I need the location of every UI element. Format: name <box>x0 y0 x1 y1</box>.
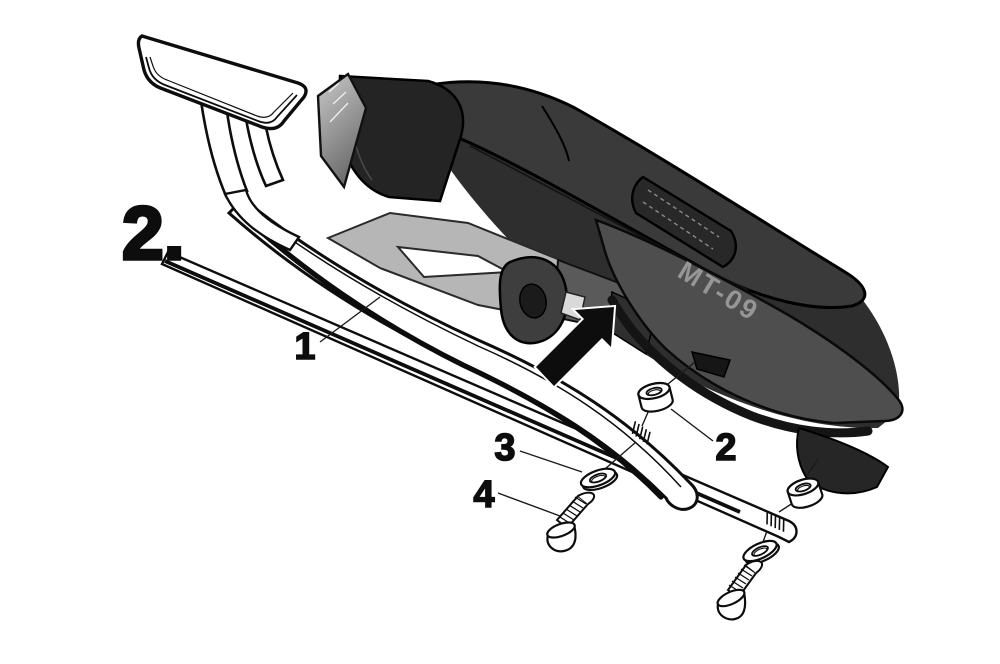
screw-tip <box>745 559 764 574</box>
plate-rim-line-1 <box>145 56 298 124</box>
screw-right <box>716 559 764 621</box>
strap-stitching-1 <box>647 189 720 238</box>
rack-tube-bend <box>223 188 301 252</box>
side-panel <box>594 217 904 425</box>
mounting-tab-front <box>690 351 731 378</box>
backrest-plate <box>136 34 308 131</box>
mounting-hardware <box>546 361 824 621</box>
washer-hole-depth <box>753 547 768 557</box>
washer-hole-depth <box>591 474 606 484</box>
tail-light <box>316 72 368 190</box>
callout-2-leader <box>670 408 714 442</box>
mounting-hole-right <box>766 511 785 532</box>
assembly-axis-left <box>581 361 696 503</box>
assembly-axis-right <box>752 458 819 567</box>
tail-light-streaks <box>328 82 349 123</box>
rack-arm-near-highlight <box>246 206 682 488</box>
screw-head-brim <box>716 588 746 608</box>
screw-threads <box>559 496 587 525</box>
callout-4-leader <box>497 492 561 517</box>
callout-4-label: 4 <box>473 474 494 516</box>
screw-threads <box>728 564 755 593</box>
strap-stitching-2 <box>642 201 714 250</box>
callout-3-label: 3 <box>494 427 515 469</box>
footpeg-hanger-hole <box>519 283 547 319</box>
screw-left <box>546 491 596 553</box>
callout-3-leader <box>519 450 583 473</box>
luggage-rack-illustration <box>136 34 798 544</box>
insert-direction-arrow <box>533 304 617 389</box>
motorcycle-illustration: MT-09 <box>316 72 904 495</box>
spacer-nut-right <box>786 477 824 509</box>
callout-1-label: 1 <box>294 326 315 368</box>
plate-rim-line-2 <box>149 56 294 118</box>
panel-lower-shadow <box>607 295 873 438</box>
mounting-hole-left <box>631 421 651 445</box>
washer-left <box>579 467 619 492</box>
washer-right <box>742 539 780 565</box>
step-number-label: 2. <box>122 191 185 275</box>
spacer-nut-left <box>637 381 674 413</box>
rear-lower-cowl <box>796 426 890 495</box>
annotations: 1 2 3 4 2. <box>120 189 737 517</box>
callout-1-leader <box>319 296 381 343</box>
nut-hole-thread <box>647 389 661 396</box>
seat-seam-front <box>541 105 570 162</box>
seat-strap <box>631 175 738 269</box>
callout-2-label: 2 <box>715 427 736 469</box>
nut-hole-thread <box>796 484 810 493</box>
screw-tip <box>577 491 596 505</box>
screw-head-brim <box>546 521 576 539</box>
